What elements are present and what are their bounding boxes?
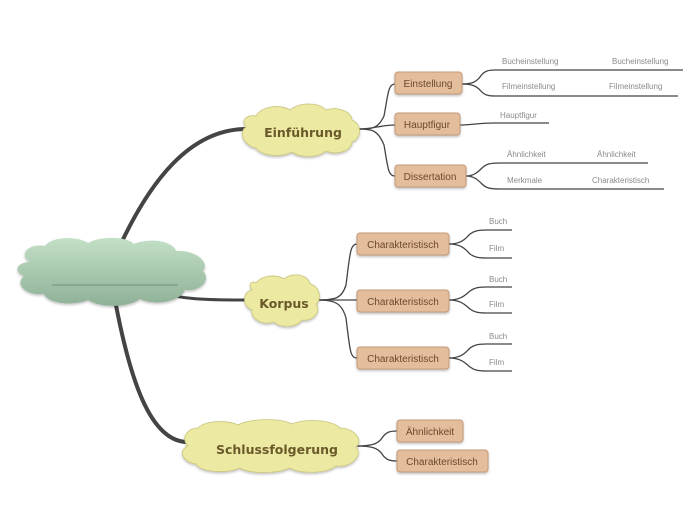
node-schluss-charakteristisch[interactable]: Charakteristisch [396,449,489,473]
branch-node-einfuehrung[interactable]: Einführung [242,103,360,157]
leaf-label-k1-buch[interactable]: Buch [489,217,507,226]
leaf-label-aehnlichkeit[interactable]: Ähnlichkeit [507,150,546,159]
node-charakteristisch-1[interactable]: Charakteristisch [356,232,450,256]
branch-label-korpus: Korpus [259,296,309,311]
connector-schluss-aehnlichkeit [355,430,398,447]
leaf-line-k1-buch [448,229,512,245]
node-label-charakteristisch-1: Charakteristisch [367,240,439,251]
node-label-schluss-charakteristisch: Charakteristisch [406,457,478,468]
node-schluss-aehnlichkeit[interactable]: Ähnlichkeit [396,419,464,443]
node-einstellung[interactable]: Einstellung [394,71,463,95]
branch-node-korpus[interactable]: Korpus [244,274,320,327]
branch-label-einfuehrung: Einführung [264,125,342,140]
node-label-einstellung: Einstellung [404,79,453,90]
leaf-line-k3-film [448,357,512,372]
leaf-line-bucheinstellung [461,69,565,85]
branch-korpus: Korpus Charakteristisch Charakteristisch… [244,217,512,372]
leaf-line-k1-film [448,243,512,259]
cloud-shape-korpus [244,274,320,327]
leaf-line-aehnlichkeit [465,162,560,177]
root-cloud-shape [17,237,207,306]
leaf-line-k3-buch [448,343,512,359]
node-charakteristisch-3[interactable]: Charakteristisch [356,346,450,370]
leaf-sub-merkmale[interactable]: Charakteristisch [592,176,649,185]
connector-korpus-1 [317,243,358,301]
leaf-line-k2-buch [448,286,512,301]
leaf-label-k3-film[interactable]: Film [489,358,504,367]
cloud-shape-schlussfolgerung [182,419,360,473]
branch-schlussfolgerung: Schlussfolgerung Ähnlichkeit Charakteris… [182,419,489,473]
leaf-label-k2-film[interactable]: Film [489,300,504,309]
leaf-label-k3-buch[interactable]: Buch [489,332,507,341]
connector-dissertation [357,128,396,177]
branch-label-schlussfolgerung: Schlussfolgerung [216,442,338,457]
node-label-charakteristisch-3: Charakteristisch [367,354,439,365]
leaf-line-merkmale [465,175,560,190]
branch-node-schlussfolgerung[interactable]: Schlussfolgerung [182,419,360,473]
node-label-charakteristisch-2: Charakteristisch [367,297,439,308]
node-label-hauptfigur: Hauptfigur [404,120,451,131]
leaf-line-filmeinstellung [461,83,565,97]
node-hauptfigur[interactable]: Hauptfigur [394,112,461,136]
node-label-schluss-aehnlichkeit: Ähnlichkeit [406,426,455,438]
leaf-label-bucheinstellung[interactable]: Bucheinstellung [502,57,558,66]
leaf-label-filmeinstellung[interactable]: Filmeinstellung [502,82,555,91]
leaf-line-hauptfigur [459,122,549,126]
connector-root-einfuehrung [116,127,247,252]
connector-einstellung [357,83,396,130]
branch-einfuehrung: Einführung Einstellung Hauptfigur Disser… [242,57,683,190]
leaf-sub-bucheinstellung[interactable]: Bucheinstellung [612,57,668,66]
leaf-sub-aehnlichkeit[interactable]: Ähnlichkeit [597,150,636,159]
leaf-sub-filmeinstellung[interactable]: Filmeinstellung [609,82,662,91]
leaf-label-hauptfigur[interactable]: Hauptfigur [500,111,537,120]
connector-schluss-charakteristisch [355,445,398,462]
root-node[interactable] [17,237,207,306]
cloud-shape-einfuehrung [242,103,360,157]
node-dissertation[interactable]: Dissertation [394,164,467,188]
node-label-dissertation: Dissertation [404,172,457,183]
node-charakteristisch-2[interactable]: Charakteristisch [356,289,450,313]
leaf-label-merkmale[interactable]: Merkmale [507,176,543,185]
leaf-label-k2-buch[interactable]: Buch [489,275,507,284]
connector-root-schluss [113,298,188,444]
leaf-label-k1-film[interactable]: Film [489,244,504,253]
leaf-line-k2-film [448,299,512,314]
connector-korpus-3 [317,299,358,359]
